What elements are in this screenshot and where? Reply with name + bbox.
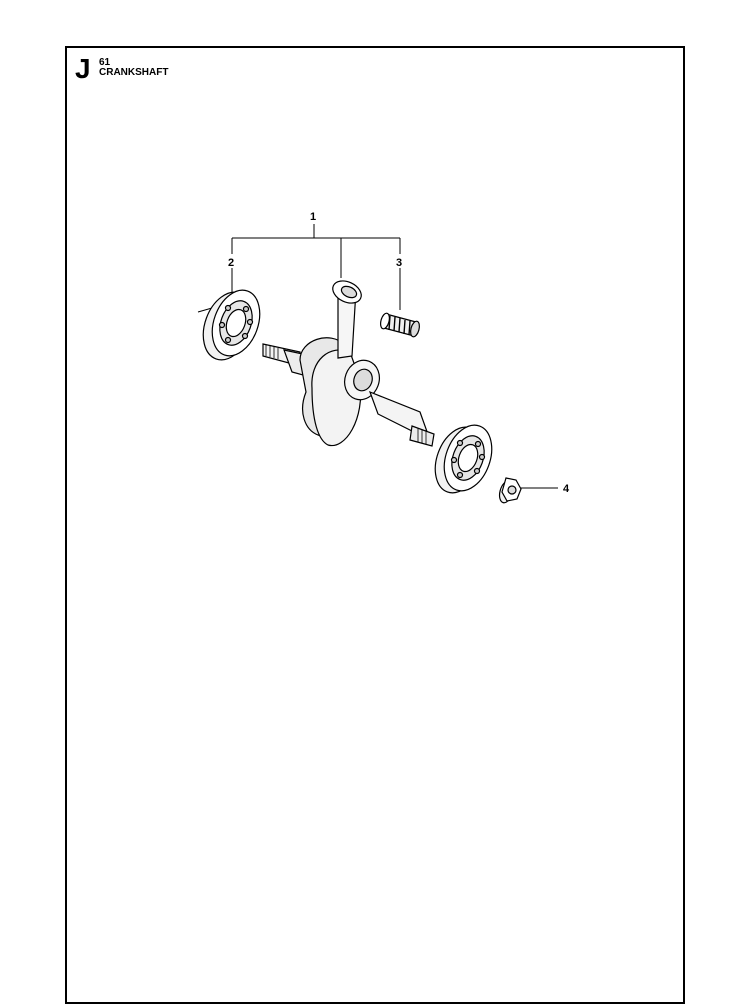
callout-2: 2 [228,257,234,269]
nut-icon [498,477,522,504]
ball-bearing-icon [197,289,261,361]
needle-bearing-icon [380,312,420,338]
section-number: 61 [99,57,111,68]
leader-lines [231,224,558,489]
crankshaft-assembly-icon [262,280,435,447]
callout-1: 1 [310,211,316,223]
section-letter: J [75,53,91,84]
page-frame [65,46,685,1004]
callout-3: 3 [396,257,402,269]
callout-4: 4 [563,483,570,495]
section-title: CRANKSHAFT [99,67,169,78]
ball-bearing-icon [434,424,493,494]
